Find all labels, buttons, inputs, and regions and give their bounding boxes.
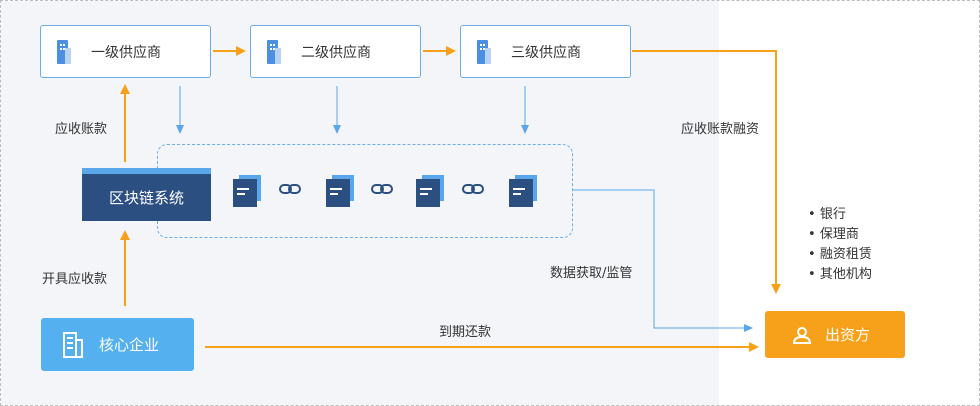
chain-link-icon bbox=[279, 184, 301, 194]
supplier-tier2-label: 二级供应商 bbox=[301, 44, 371, 61]
arrow-chain-to-funder bbox=[572, 189, 753, 332]
person-icon bbox=[793, 326, 811, 344]
building-icon bbox=[477, 39, 491, 64]
building-icon bbox=[267, 39, 281, 64]
supplier-tier3-label: 三级供应商 bbox=[511, 44, 581, 61]
core-enterprise: 核心企业 bbox=[41, 318, 194, 371]
edge-label-issue-receivables: 开具应收款 bbox=[42, 272, 108, 287]
ledger-document-icon bbox=[233, 175, 261, 207]
building-icon bbox=[57, 39, 71, 64]
funder-type-list: • 银行 • 保理商 • 融资租赁 • 其他机构 bbox=[808, 205, 872, 285]
list-item: • 其他机构 bbox=[808, 267, 872, 282]
funder: 出资方 bbox=[765, 311, 905, 358]
blockchain-system-label: 区块链系统 bbox=[108, 189, 184, 207]
enterprise-building-icon bbox=[63, 331, 83, 358]
edge-label-receivables-financing: 应收账款融资 bbox=[681, 122, 760, 137]
ledger-document-icon bbox=[509, 175, 537, 207]
chain-link-icon bbox=[371, 184, 393, 194]
edge-label-data-access: 数据获取/监管 bbox=[550, 266, 633, 281]
arrow-tier3-to-funder bbox=[632, 50, 781, 294]
funder-label: 出资方 bbox=[825, 326, 871, 344]
list-item: • 银行 bbox=[808, 207, 846, 222]
edge-label-repayment: 到期还款 bbox=[439, 325, 492, 340]
supplier-tier3: 三级供应商 bbox=[460, 25, 631, 78]
ledger-document-icon bbox=[416, 175, 444, 207]
supplier-tier2: 二级供应商 bbox=[250, 25, 421, 78]
edge-label-receivables: 应收账款 bbox=[55, 122, 108, 137]
ledger-document-icon bbox=[326, 175, 354, 207]
chain-link-icon bbox=[462, 184, 484, 194]
supplier-tier1-label: 一级供应商 bbox=[91, 44, 161, 61]
supplier-tier1: 一级供应商 bbox=[40, 25, 211, 78]
blockchain-accent-bar bbox=[82, 168, 211, 174]
list-item: • 融资租赁 bbox=[808, 247, 872, 262]
blockchain-system: 区块链系统 bbox=[82, 174, 211, 221]
list-item: • 保理商 bbox=[808, 227, 859, 242]
core-enterprise-label: 核心企业 bbox=[99, 336, 160, 354]
